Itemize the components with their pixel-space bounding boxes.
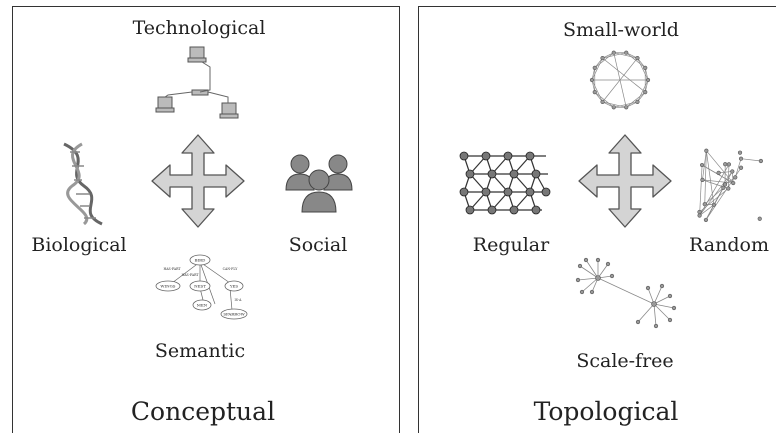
four-way-arrow bbox=[578, 134, 672, 228]
semantic-network-icon: BIRD WINGS NEST YES MEN SPARROW HAS-PART… bbox=[155, 254, 248, 320]
semantic-edge-3: IS-A bbox=[235, 298, 243, 302]
four-way-arrow bbox=[151, 134, 245, 228]
random-network-icon bbox=[697, 148, 763, 223]
label-semantic: Semantic bbox=[154, 340, 246, 362]
label-regular: Regular bbox=[472, 234, 550, 256]
conceptual-title: Conceptual bbox=[130, 397, 276, 426]
topological-panel bbox=[418, 6, 776, 433]
small-world-network-icon bbox=[589, 50, 651, 110]
label-random: Random bbox=[689, 234, 769, 256]
semantic-node-4: MEN bbox=[197, 303, 208, 308]
semantic-node-0: BIRD bbox=[195, 258, 206, 263]
topological-title: Topological bbox=[533, 397, 679, 426]
label-small-world: Small-world bbox=[563, 19, 679, 41]
semantic-node-2: NEST bbox=[194, 284, 206, 289]
semantic-edge-0: HAS-PART bbox=[163, 267, 181, 271]
regular-lattice-icon bbox=[459, 151, 551, 215]
semantic-edge-1: CAN-FLY bbox=[223, 267, 239, 271]
semantic-node-1: WINGS bbox=[160, 284, 175, 289]
computer-network-icon bbox=[155, 46, 239, 119]
label-technological: Technological bbox=[132, 17, 266, 39]
label-biological: Biological bbox=[31, 234, 127, 256]
semantic-node-3: YES bbox=[229, 284, 239, 289]
label-scale-free: Scale-free bbox=[576, 350, 674, 372]
semantic-node-5: SPARROW bbox=[223, 312, 245, 317]
scale-free-network-icon bbox=[575, 257, 677, 329]
people-icon bbox=[285, 154, 353, 213]
label-social: Social bbox=[288, 234, 348, 256]
dna-icon bbox=[63, 142, 103, 226]
conceptual-panel bbox=[12, 6, 400, 433]
semantic-edge-2: HAS-PART bbox=[181, 273, 199, 277]
